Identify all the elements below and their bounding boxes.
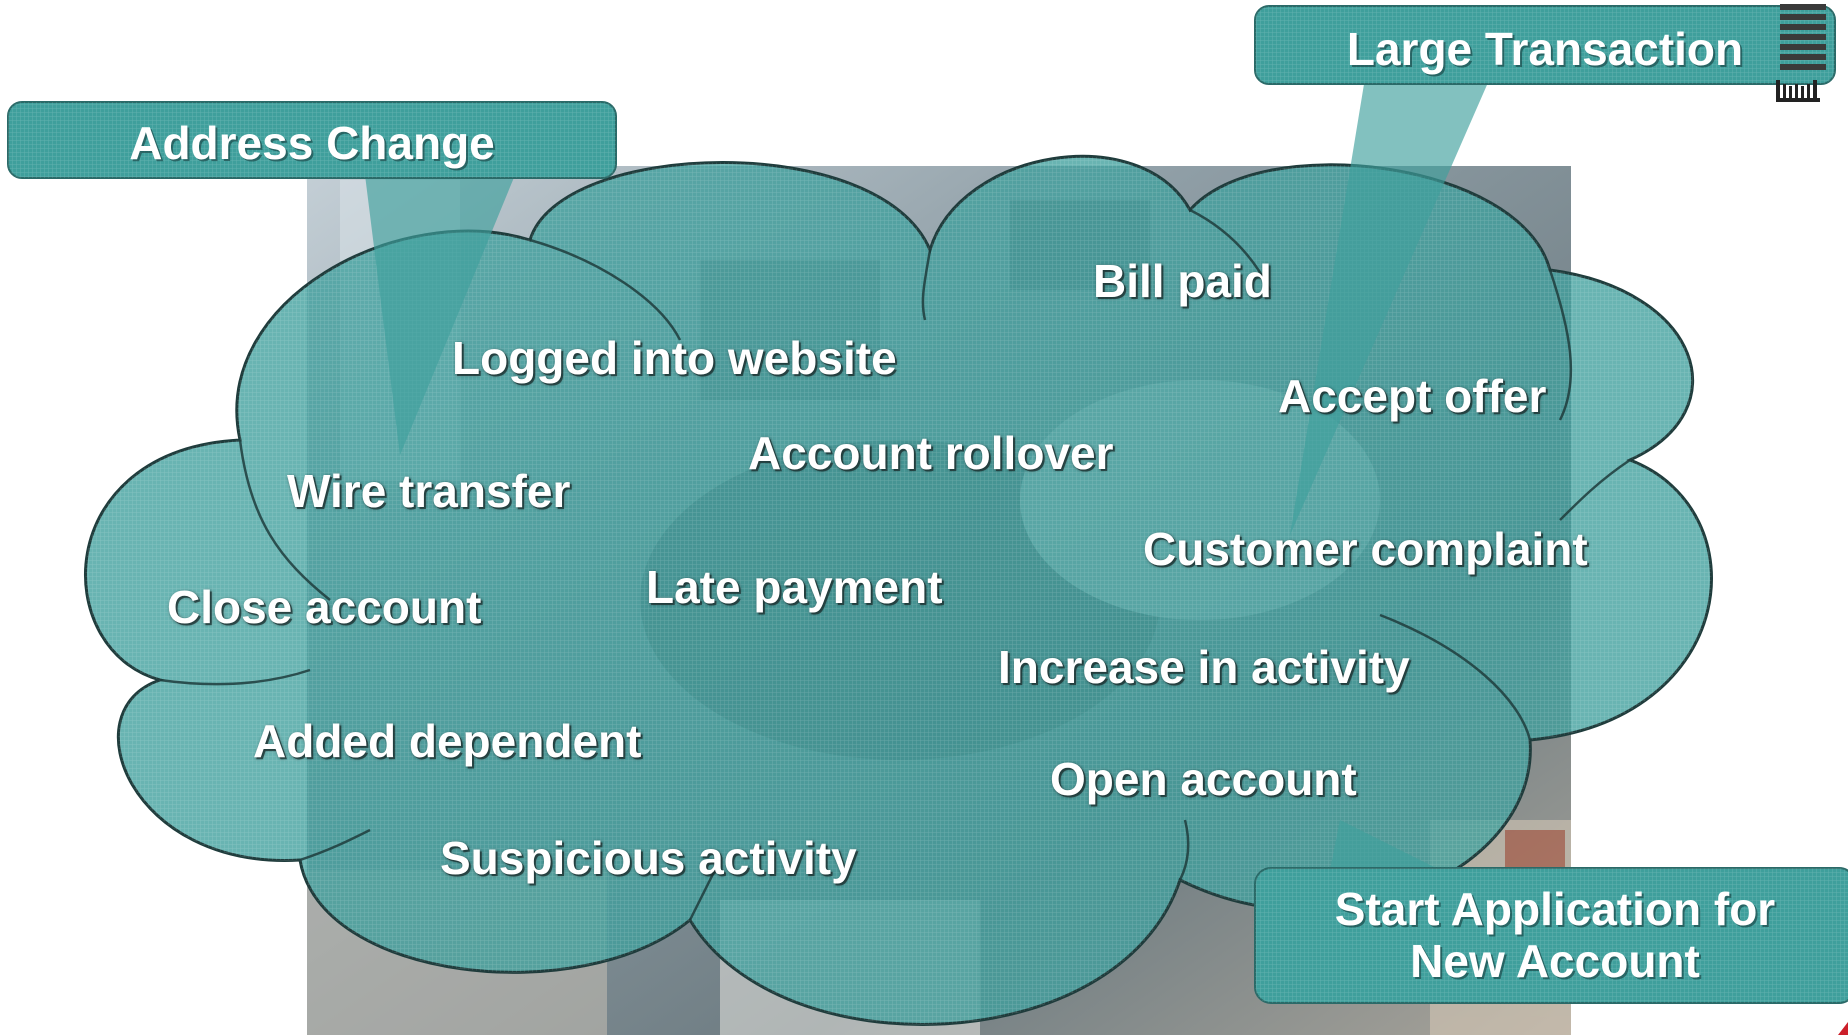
corner-mark-icon	[1838, 1022, 1848, 1035]
callout-new-account-label: Start Application for New Account	[1334, 883, 1776, 987]
callout-address-change-label: Address Change	[129, 117, 495, 169]
event-suspicious-activity: Suspicious activity	[440, 832, 857, 884]
address-change-callout	[7, 101, 617, 455]
event-cloud	[83, 154, 1713, 1026]
event-logged-into-website: Logged into website	[452, 332, 897, 384]
callout-large-transaction-label: Large Transaction	[1346, 23, 1744, 75]
event-account-rollover: Account rollover	[748, 427, 1114, 479]
ibm-logo-icon	[1776, 4, 1826, 102]
event-close-account: Close account	[167, 581, 482, 633]
event-added-dependent: Added dependent	[253, 715, 642, 767]
event-increase-in-activity: Increase in activity	[998, 641, 1410, 693]
event-late-payment: Late payment	[646, 561, 943, 613]
large-transaction-callout	[1254, 5, 1836, 535]
event-customer-complaint: Customer complaint	[1143, 523, 1588, 575]
event-wire-transfer: Wire transfer	[287, 465, 571, 517]
new-account-callout	[1254, 820, 1848, 1004]
event-open-account: Open account	[1050, 753, 1357, 805]
event-bill-paid: Bill paid	[1093, 255, 1272, 307]
event-accept-offer: Accept offer	[1278, 370, 1547, 422]
